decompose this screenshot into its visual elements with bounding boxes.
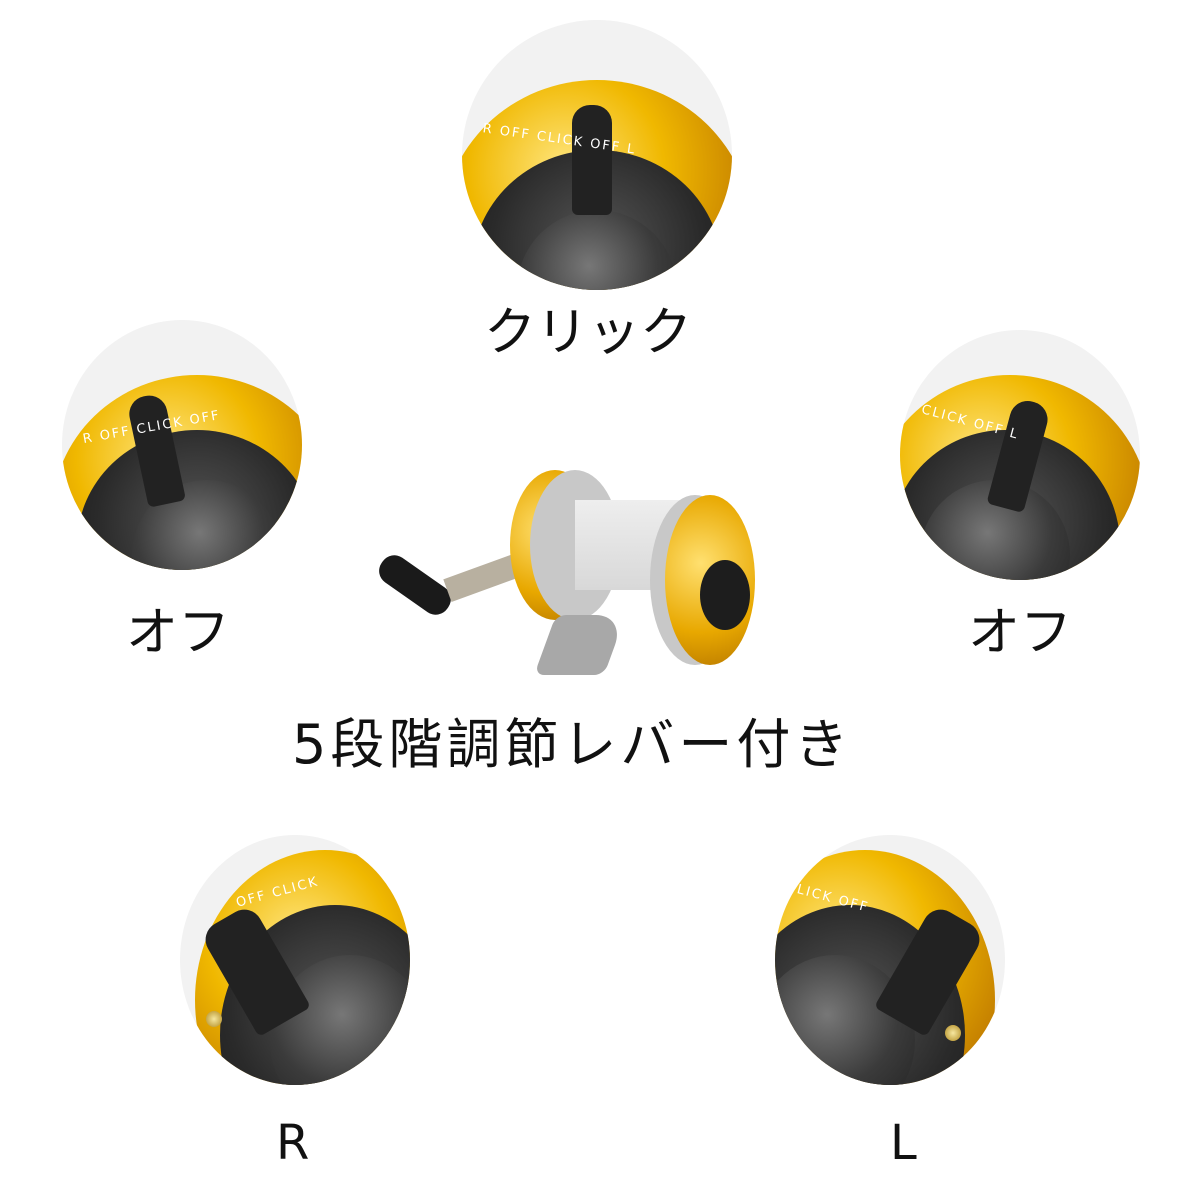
detail-circle-l: CLICK OFF [775,835,1005,1085]
lever-center [572,105,612,215]
reel-drag-knob [700,560,750,630]
detail-circle-off-left: R OFF CLICK OFF [62,320,302,570]
detail-circle-off-right: CLICK OFF L [900,330,1140,580]
screw [945,1025,961,1041]
detail-circle-click: R OFF CLICK OFF L [462,20,732,290]
label-r: R [276,1115,310,1171]
label-off-left: オフ [126,603,231,663]
label-click: クリック [484,303,693,363]
screw [206,1011,222,1027]
reel-handle-knob [373,549,457,621]
label-off-right: オフ [968,603,1073,663]
label-lever-5-step: 5段階調節レバー付き [292,713,853,776]
reel-foot [534,615,626,675]
label-l: L [890,1115,917,1171]
detail-circle-r: OFF CLICK [180,835,410,1085]
reel-product [373,450,755,690]
